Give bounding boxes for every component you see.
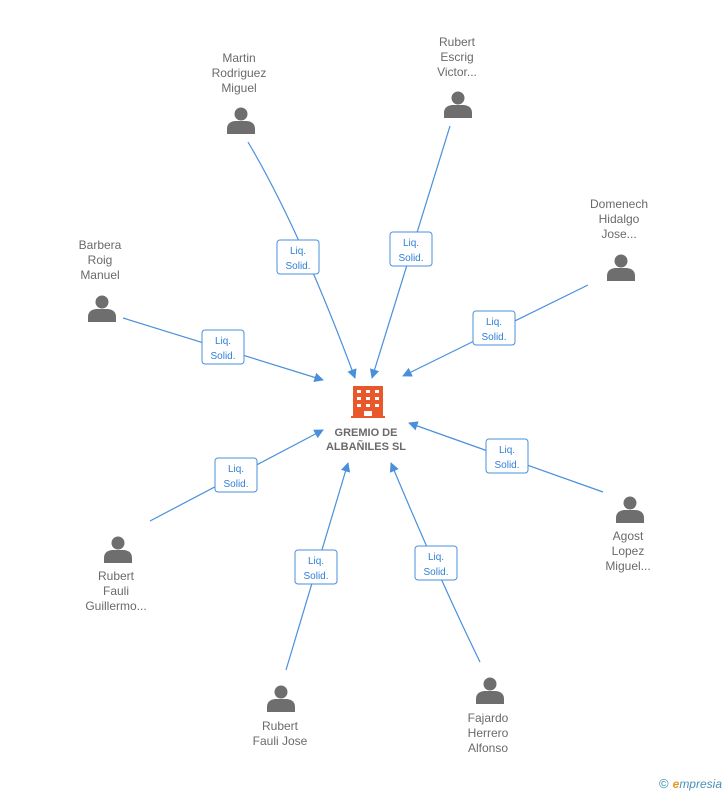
person-name-line: Herrero — [468, 726, 509, 740]
person-name-line: Fauli Jose — [253, 734, 308, 748]
relation-badge-martin[interactable]: Liq. Solid. — [276, 239, 320, 275]
relation-label-line: Solid. — [398, 253, 423, 264]
person-name-line: Miguel — [221, 81, 256, 95]
relation-badge-domenech[interactable]: Liq. Solid. — [472, 310, 516, 346]
relation-label-line: Liq. — [228, 464, 244, 475]
person-name-line: Rubert — [439, 35, 476, 49]
relation-badge-box — [389, 231, 433, 267]
person-name-line: Rubert — [262, 719, 299, 733]
person-name-line: Fajardo — [468, 711, 509, 725]
relation-badge-box — [294, 549, 338, 585]
relation-label-line: Liq. — [499, 445, 515, 456]
brand-initial: e — [672, 777, 680, 791]
person-name-line: Fauli — [103, 584, 129, 598]
person-name-line: Escrig — [440, 50, 473, 64]
person-icon — [267, 685, 295, 712]
relation-badge-box — [414, 545, 458, 581]
relation-label-line: Solid. — [481, 332, 506, 343]
relation-label-line: Solid. — [223, 479, 248, 490]
building-icon — [351, 386, 385, 418]
relation-badge-fajardo[interactable]: Liq. Solid. — [414, 545, 458, 581]
relation-badge-agost[interactable]: Liq. Solid. — [485, 438, 529, 474]
person-name-line: Domenech — [590, 197, 648, 211]
person-name-line: Rubert — [98, 569, 135, 583]
person-icon — [104, 536, 132, 563]
nodes-layer: MartinRodriguezMiguelRubertEscrigVictor.… — [79, 35, 651, 755]
company-name-line-2: ALBAÑILES SL — [326, 440, 406, 453]
relation-label-line: Solid. — [285, 261, 310, 272]
person-node-agost[interactable]: AgostLopezMiguel... — [605, 496, 651, 574]
person-node-rubert-escrig[interactable]: RubertEscrigVictor... — [437, 35, 477, 118]
person-name-line: Hidalgo — [599, 212, 640, 226]
relation-badge-barbera[interactable]: Liq. Solid. — [201, 329, 245, 365]
person-icon — [88, 295, 116, 322]
relation-badge-rubert-fauli-guillermo[interactable]: Liq. Solid. — [214, 457, 258, 493]
relation-badge-box — [276, 239, 320, 275]
relation-label-line: Solid. — [303, 571, 328, 582]
relation-label-line: Solid. — [423, 567, 448, 578]
relation-badge-rubert-fauli-jose[interactable]: Liq. Solid. — [294, 549, 338, 585]
relation-badge-box — [472, 310, 516, 346]
person-icon — [476, 677, 504, 704]
relation-label-line: Liq. — [403, 238, 419, 249]
person-name-line: Barbera — [79, 238, 122, 252]
person-icon — [444, 91, 472, 118]
relation-label-line: Liq. — [486, 317, 502, 328]
person-name-line: Manuel — [80, 268, 119, 282]
person-name-line: Jose... — [601, 227, 636, 241]
person-name-line: Agost — [613, 529, 644, 543]
footer-brand: ©empresia — [659, 776, 722, 791]
person-name-line: Alfonso — [468, 741, 508, 755]
person-name-line: Roig — [88, 253, 113, 267]
relation-badge-box — [485, 438, 529, 474]
company-name-line-1: GREMIO DE — [335, 427, 398, 439]
person-name-line: Rodriguez — [212, 66, 267, 80]
person-name-line: Martin — [222, 51, 255, 65]
person-name-line: Miguel... — [605, 559, 650, 573]
relation-label-line: Liq. — [308, 556, 324, 567]
relation-badge-rubert-escrig[interactable]: Liq. Solid. — [389, 231, 433, 267]
brand-name: mpresia — [679, 777, 722, 791]
edges-layer: Liq. Solid. Liq. Solid. Liq. Solid. Liq. Solid.… — [122, 125, 604, 671]
person-icon — [616, 496, 644, 523]
copyright-icon: © — [659, 776, 669, 791]
person-icon — [607, 254, 635, 281]
person-name-line: Lopez — [612, 544, 645, 558]
relation-label-line: Solid. — [210, 351, 235, 362]
relation-badge-box — [214, 457, 258, 493]
relation-label-line: Liq. — [215, 336, 231, 347]
relation-badge-box — [201, 329, 245, 365]
person-name-line: Victor... — [437, 65, 477, 79]
person-node-domenech[interactable]: DomenechHidalgoJose... — [590, 197, 648, 281]
person-icon — [227, 107, 255, 134]
relation-label-line: Liq. — [428, 552, 444, 563]
relation-label-line: Solid. — [494, 460, 519, 471]
relation-label-line: Liq. — [290, 246, 306, 257]
person-node-rubert-fauli-guillermo[interactable]: RubertFauliGuillermo... — [85, 536, 147, 614]
company-node[interactable]: GREMIO DE ALBAÑILES SL — [326, 386, 406, 453]
person-name-line: Guillermo... — [85, 599, 146, 613]
